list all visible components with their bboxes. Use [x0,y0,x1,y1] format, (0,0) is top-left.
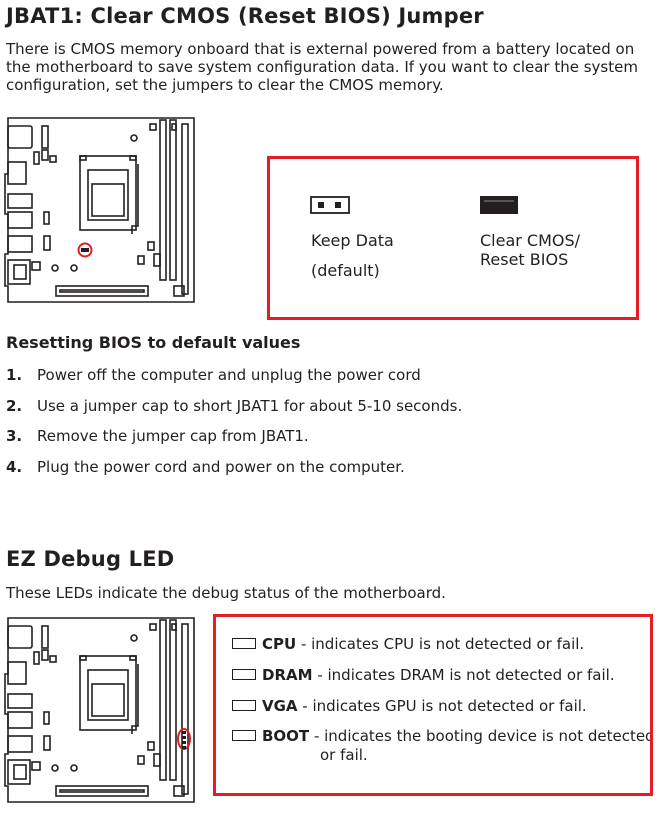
led-legend-box: CPU - indicates CPU is not detected or f… [213,614,653,796]
step-text: Use a jumper cap to short JBAT1 for abou… [37,397,463,415]
step-text: Power off the computer and unplug the po… [37,366,421,384]
dram-led-icon [232,669,256,680]
ez-debug-intro: These LEDs indicate the debug status of … [6,584,446,602]
keep-data-default-note: (default) [311,261,380,280]
step-number: 1. [6,366,23,384]
motherboard-diagram-jbat [4,117,195,303]
ez-debug-title: EZ Debug LED [6,547,175,571]
led-name: CPU [262,635,297,653]
keep-data-jumper-icon [310,196,350,214]
jumper-options-box [267,156,639,320]
step-number: 2. [6,397,23,415]
clear-cmos-jumper-icon [480,196,518,214]
jbat-description-line-3: configuration, set the jumpers to clear … [6,76,444,94]
step-text: Plug the power cord and power on the com… [37,458,405,476]
keep-data-label: Keep Data [311,231,394,250]
motherboard-diagram-ez-debug [4,617,195,803]
cpu-led-icon [232,638,256,649]
reset-bios-title: Resetting BIOS to default values [6,333,301,352]
step-text: Remove the jumper cap from JBAT1. [37,427,309,445]
step-number: 3. [6,427,23,445]
led-name: BOOT [262,727,310,745]
jbat-title: JBAT1: Clear CMOS (Reset BIOS) Jumper [6,4,484,28]
jbat-description-line-2: the motherboard to save system configura… [6,58,638,76]
led-description: - indicates the booting device is not de… [309,727,653,745]
clear-cmos-label-line-1: Clear CMOS/ [480,231,581,250]
clear-cmos-label-line-2: Reset BIOS [480,250,569,269]
led-boot-description-continued: or fail. [320,746,368,764]
led-name: DRAM [262,666,313,684]
led-description: - indicates DRAM is not detected or fail… [312,666,615,684]
led-name: VGA [262,697,298,715]
vga-led-icon [232,700,256,711]
step-number: 4. [6,458,23,476]
led-description: - indicates CPU is not detected or fail. [296,635,585,653]
jbat-description-line-1: There is CMOS memory onboard that is ext… [6,40,635,58]
led-description: - indicates GPU is not detected or fail. [297,697,587,715]
boot-led-icon [232,730,256,741]
